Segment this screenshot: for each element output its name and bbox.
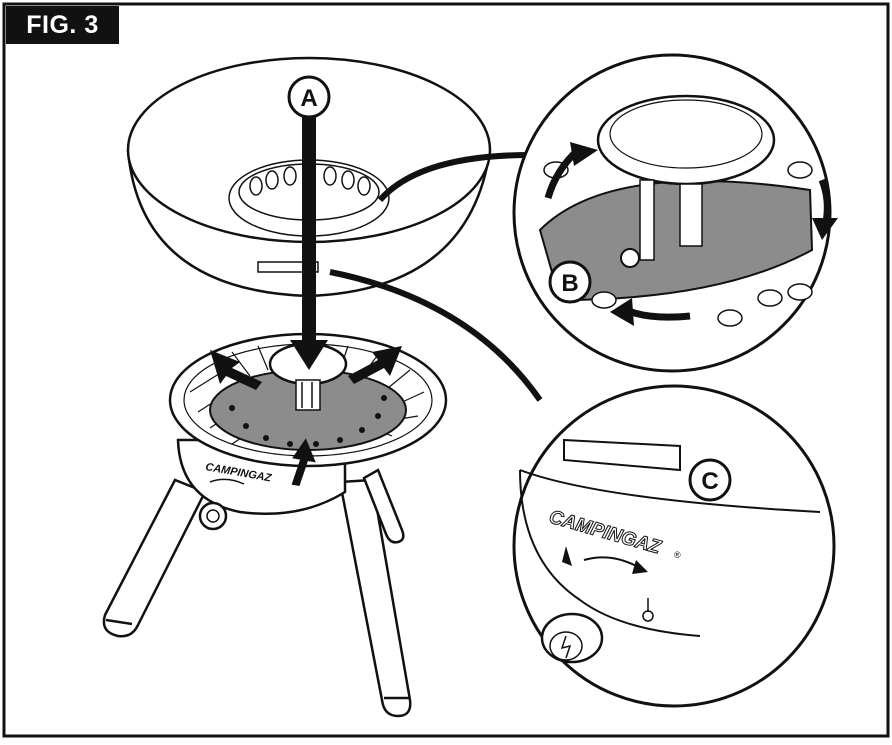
control-knob[interactable]	[198, 501, 228, 531]
flame-icon	[562, 546, 572, 566]
zoom-control-knob[interactable]	[540, 612, 604, 664]
arrow-right-icon	[348, 346, 402, 384]
insertion-arrow	[290, 110, 328, 370]
curved-arrow-icon	[209, 478, 245, 485]
figure-label: FIG. 3	[6, 6, 119, 44]
connector-to-b	[377, 152, 531, 203]
callout-a-label: A	[300, 85, 317, 112]
callout-b-label: B	[561, 270, 578, 297]
callout-c: C	[688, 458, 732, 502]
callout-a: A	[287, 75, 331, 119]
ignition-bolt-icon	[560, 635, 572, 659]
callout-b: B	[548, 260, 592, 304]
zoom-detail-b	[512, 53, 838, 373]
connector-to-c	[329, 269, 543, 402]
registered-mark: ®	[674, 550, 681, 560]
mounting-screw	[620, 248, 640, 268]
arrow-up-icon	[291, 438, 316, 486]
stove-legs	[102, 468, 412, 718]
zoom-detail-c: CAMPINGAZ ®	[512, 384, 836, 708]
arrow-left-icon	[210, 350, 262, 390]
bowl-arrows	[210, 346, 402, 486]
callout-c-label: C	[701, 468, 718, 495]
zoom-burner-cap	[596, 94, 776, 186]
